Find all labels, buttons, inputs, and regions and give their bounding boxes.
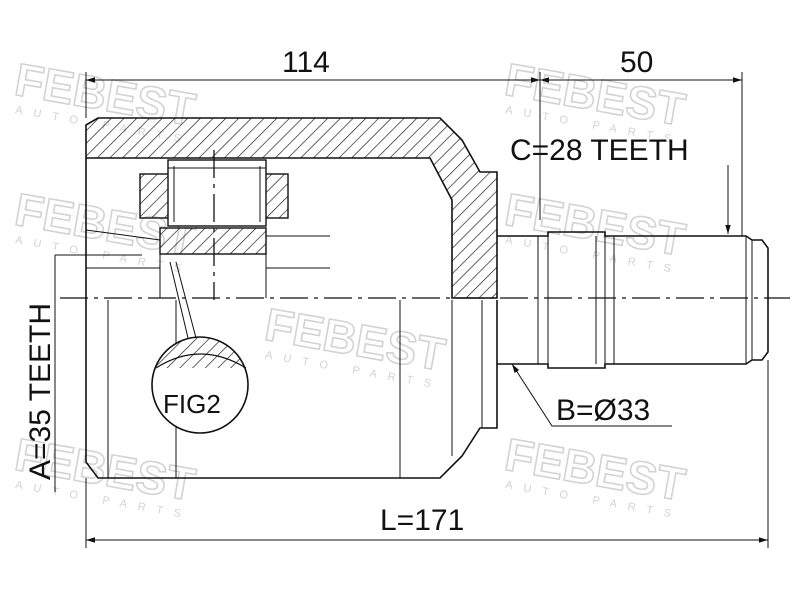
watermark-logo: FEBEST AUTO PARTS — [501, 427, 690, 522]
callout-leader — [511, 363, 672, 427]
dimension-50: 50 — [540, 46, 743, 236]
watermark-logo: FEBEST AUTO PARTS — [261, 297, 450, 392]
callout-a-teeth: A=35 TEETH — [24, 254, 142, 492]
detail-callout: FIG2 — [151, 261, 249, 434]
watermark-logo: FEBEST AUTO PARTS — [501, 52, 690, 147]
stub-shaft — [497, 231, 769, 369]
detail-curve — [155, 353, 247, 369]
fig2-label: FIG2 — [163, 389, 221, 419]
callout-c-teeth: C=28 TEETH — [510, 134, 731, 234]
teeth-a-label: A=35 TEETH — [24, 303, 57, 480]
detail-leader — [169, 261, 189, 339]
dimension-114: 114 — [85, 46, 541, 200]
shaft-outline — [497, 231, 769, 369]
callout-b-diameter: B=Ø33 — [511, 363, 672, 427]
dim-114-label: 114 — [282, 46, 330, 79]
roller-body — [167, 159, 267, 227]
dim-171-label: L=171 — [380, 504, 464, 537]
hub-leader — [85, 229, 161, 241]
dimension-171: L=171 — [85, 360, 769, 548]
dim-50-label: 50 — [620, 46, 653, 79]
detail-hatch — [155, 336, 245, 368]
teeth-c-label: C=28 TEETH — [510, 134, 689, 167]
housing-outline — [85, 158, 498, 479]
spider-hub — [159, 227, 267, 255]
detail-leader — [175, 261, 197, 339]
tripod-roller — [85, 150, 330, 300]
diameter-b-label: B=Ø33 — [556, 394, 650, 427]
housing-wall-section — [85, 117, 498, 299]
